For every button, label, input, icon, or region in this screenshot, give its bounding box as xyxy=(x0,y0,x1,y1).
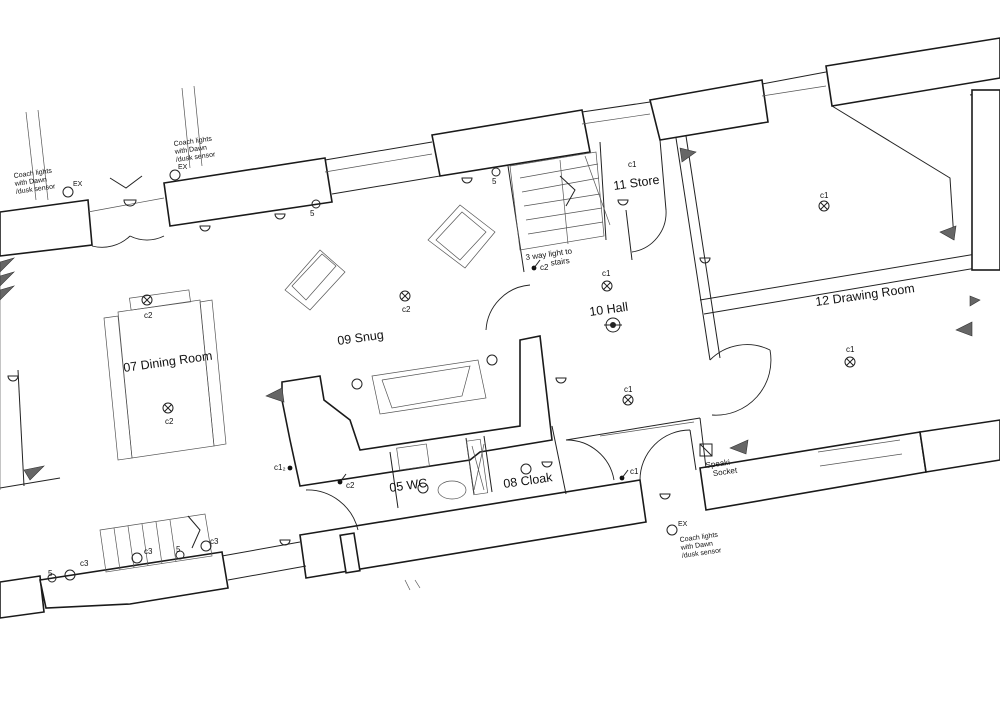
circuit-tag: 5 xyxy=(176,545,181,554)
light-fitting-icon xyxy=(844,356,856,368)
coach-light-note-right: Coach lights with Dawn /dusk sensor xyxy=(679,532,722,560)
speaker-socket-note: Speaki Socket xyxy=(705,458,738,478)
room-label-cloak: 08 Cloak xyxy=(502,470,554,491)
pendant-light-icon xyxy=(604,317,622,333)
doors xyxy=(91,209,772,531)
svg-text:with Dawn: with Dawn xyxy=(13,176,47,188)
circuit-tag: c3 xyxy=(144,547,153,556)
svg-text:stairs: stairs xyxy=(550,256,570,268)
light-fitting-icon xyxy=(818,200,830,212)
circuit-tags: c2 c2 c2 c1 c1 c1 c1 c1 c2 c2 c1 c1₂ c3 … xyxy=(48,160,855,578)
circuit-tag: c2 xyxy=(346,481,355,490)
socket-icon xyxy=(47,167,501,583)
svg-text:with Dawn: with Dawn xyxy=(173,144,207,156)
svg-text:Socket: Socket xyxy=(712,466,738,478)
elevation-markers xyxy=(0,147,981,481)
room-labels: 07 Dining Room 09 Snug 05 WC 08 Cloak 10… xyxy=(122,173,915,495)
light-fitting-icon xyxy=(601,280,613,292)
room-label-wc: 05 WC xyxy=(388,476,428,495)
external-light-icon xyxy=(62,169,678,536)
circuit-tag: c2 xyxy=(402,305,411,314)
circuit-tag: c1 xyxy=(628,160,637,169)
room-label-snug: 09 Snug xyxy=(336,328,384,348)
svg-text:with Dawn: with Dawn xyxy=(679,540,713,552)
bottom-exterior-wall xyxy=(0,419,1000,619)
furniture xyxy=(103,204,496,500)
room-label-drawing: 12 Drawing Room xyxy=(814,281,915,309)
circuit-tag: c1 xyxy=(630,467,639,476)
speaker-socket-icon xyxy=(699,443,713,457)
light-fitting-icon xyxy=(141,294,153,306)
ex-label: EX xyxy=(678,521,688,528)
circuit-tag: c2 xyxy=(540,263,549,272)
light-fitting-icon xyxy=(399,290,411,302)
circuit-tag: c1 xyxy=(846,345,855,354)
room-label-hall: 10 Hall xyxy=(588,300,628,319)
circuit-tag: c2 xyxy=(144,311,153,320)
interior-walls xyxy=(0,89,1000,509)
circuit-tag: c1 xyxy=(602,269,611,278)
wall-light-icon xyxy=(7,177,711,546)
coach-light-arrows xyxy=(25,85,203,201)
circuit-tag: c1 xyxy=(624,385,633,394)
top-exterior-wall xyxy=(0,37,1000,257)
circuit-tag: c1 xyxy=(820,191,829,200)
downlight-icon xyxy=(64,354,532,581)
svg-text:Speaki: Speaki xyxy=(705,458,731,470)
room-label-store: 11 Store xyxy=(612,173,660,193)
main-staircase xyxy=(509,151,611,251)
circuit-tag: c3 xyxy=(80,559,89,568)
circuit-tag: c2 xyxy=(165,417,174,426)
circuit-tag: 5 xyxy=(310,209,315,218)
room-label-dining: 07 Dining Room xyxy=(122,349,213,375)
circuit-tag: 5 xyxy=(492,177,497,186)
light-fitting-icon xyxy=(622,394,634,406)
light-fitting-icon xyxy=(162,402,174,414)
coach-light-note-left: Coach lights with Dawn /dusk sensor xyxy=(13,168,56,196)
circuit-tag: 5 xyxy=(48,569,53,578)
circuit-tag: c3 xyxy=(210,537,219,546)
coach-light-note-mid: Coach lights with Dawn /dusk sensor xyxy=(173,136,216,164)
ex-label: EX xyxy=(178,164,188,171)
ex-label: EX xyxy=(73,181,83,188)
circuit-tag: c1₂ xyxy=(274,463,286,472)
switch-icon xyxy=(287,259,629,485)
ceiling-lights xyxy=(7,167,856,583)
